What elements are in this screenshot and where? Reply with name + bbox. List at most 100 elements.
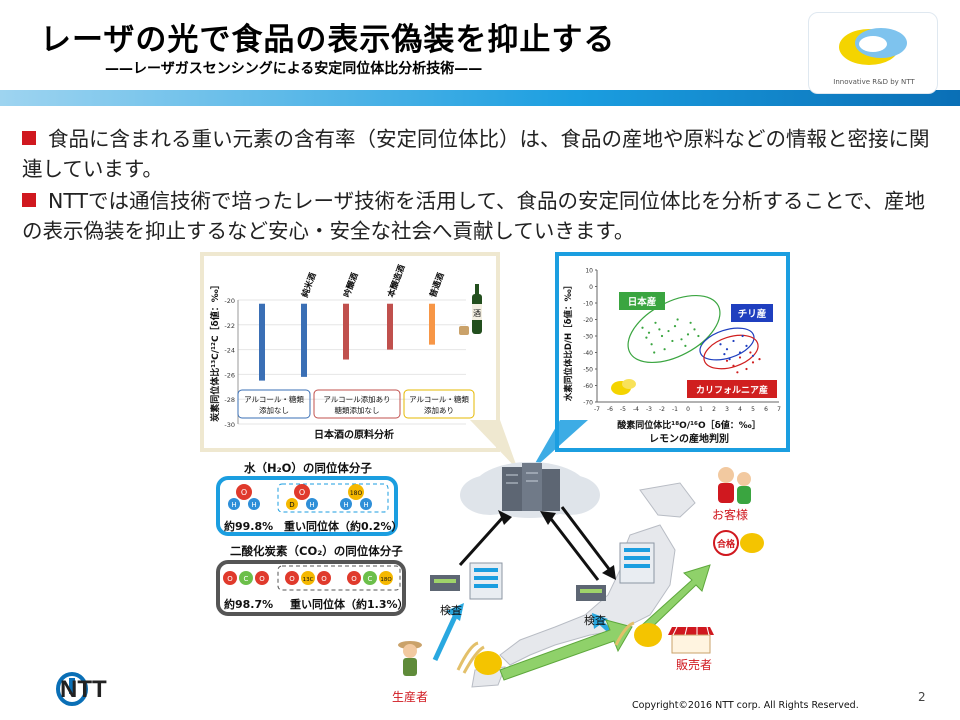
bullet-2: NTTでは通信技術で培ったレーザ技術を活用して、食品の安定同位体比を分析すること… bbox=[22, 186, 942, 246]
svg-text:H: H bbox=[343, 501, 348, 509]
sake-group-boxes bbox=[237, 389, 475, 419]
co2-panel bbox=[216, 560, 406, 616]
lemon-ytick-label: -30 bbox=[583, 334, 593, 341]
lemon-ylabel: 水素同位体比D/H［δ値：‰］ bbox=[563, 281, 574, 402]
lemon-xtick-label: 4 bbox=[738, 406, 742, 413]
japan-label-box bbox=[619, 292, 665, 310]
pass-stamp-text: 合格 bbox=[717, 538, 736, 550]
sake-chart: 炭素同位体比¹³C/¹²C［δ値：‰］ -20-22-24-26-28-30 純… bbox=[209, 263, 482, 441]
water-molecule-d: O D H bbox=[286, 484, 318, 510]
sake-bar bbox=[429, 303, 435, 345]
lemon-xtick-label: -4 bbox=[633, 406, 639, 413]
bullet-text: 食品に含まれる重い元素の含有率（安定同位体比）は、食品の産地や原料などの情報と密… bbox=[22, 127, 930, 181]
bottle-label: 酒 bbox=[473, 309, 481, 318]
lemon-ytick-label: -20 bbox=[583, 317, 593, 324]
svg-text:H: H bbox=[251, 501, 256, 509]
lemon-point bbox=[654, 321, 657, 324]
co2-molecule-main: O C O bbox=[223, 571, 269, 585]
lemon-point bbox=[671, 339, 674, 343]
chile-label: チリ産 bbox=[738, 308, 767, 320]
svg-text:18O: 18O bbox=[350, 490, 363, 497]
lemon-point bbox=[689, 321, 692, 324]
svg-text:O: O bbox=[299, 488, 305, 497]
chile-label-box bbox=[731, 304, 773, 322]
lemon-customer-icon bbox=[740, 533, 764, 553]
svg-text:H: H bbox=[231, 501, 236, 509]
server-icon bbox=[502, 463, 560, 511]
sake-bar bbox=[387, 303, 393, 350]
lemon-point bbox=[650, 343, 653, 346]
co2-title: 二酸化炭素（CO₂）の同位体分子 bbox=[230, 544, 403, 558]
water-heavy-box bbox=[277, 483, 389, 513]
lemon-point bbox=[645, 336, 648, 339]
sake-group-3-l1: アルコール・糖類 bbox=[409, 394, 469, 404]
svg-text:O: O bbox=[241, 488, 247, 497]
water-title: 水（H₂O）の同位体分子 bbox=[244, 461, 372, 475]
inspector-device-left-icon bbox=[430, 575, 460, 591]
lemon-point bbox=[660, 334, 664, 338]
customer-label: お客様 bbox=[712, 508, 749, 522]
lemon-point bbox=[723, 353, 726, 356]
lemon-ytick-label: -60 bbox=[583, 383, 593, 390]
producer-label: 生産者 bbox=[392, 690, 429, 704]
lemon-point bbox=[653, 351, 656, 354]
svg-text:C: C bbox=[244, 575, 249, 583]
svg-text:18O: 18O bbox=[380, 577, 392, 583]
sake-bottle-icon: 酒 bbox=[459, 284, 482, 335]
pass-stamp-icon bbox=[713, 530, 739, 556]
lemon-point bbox=[667, 329, 670, 333]
lemon-point bbox=[719, 343, 722, 346]
lemon-ytick-label: -50 bbox=[583, 367, 593, 374]
svg-text:H: H bbox=[309, 501, 314, 509]
sake-group-2-l2: 糖類添加なし bbox=[335, 405, 380, 415]
lemon-point bbox=[699, 343, 703, 346]
lemon-point bbox=[749, 351, 752, 354]
logo-caption: Innovative R&D by NTT bbox=[833, 78, 915, 86]
co2-molecule-c13: O 13C O bbox=[285, 571, 331, 585]
lemon-point bbox=[745, 367, 748, 371]
lemon-xtick-label: -3 bbox=[646, 406, 652, 413]
bullet-marker bbox=[22, 131, 36, 145]
sake-bar bbox=[301, 303, 307, 377]
california-cluster-ellipse bbox=[703, 334, 759, 370]
co2-molecule-o18: O C 18O bbox=[347, 571, 393, 585]
water-heavy-percent: 重い同位体（約0.2%） bbox=[284, 520, 403, 533]
lemon-point bbox=[725, 348, 729, 351]
supply-chain-illustration: 合格 bbox=[398, 462, 764, 688]
lemon-point bbox=[736, 371, 739, 374]
lemon-point bbox=[641, 326, 644, 329]
co2-heavy-box bbox=[277, 565, 401, 591]
svg-text:O: O bbox=[351, 575, 357, 583]
lemon-xtick-label: 3 bbox=[725, 406, 729, 413]
innovative-logo: Innovative R&D by NTT bbox=[808, 12, 938, 94]
lemon-xtick-label: -7 bbox=[594, 406, 600, 413]
ntt-wordmark: NTT bbox=[60, 676, 107, 703]
sake-bar bbox=[343, 303, 349, 360]
lemon-ytick-label: -40 bbox=[583, 350, 593, 357]
lemon-ytick-label: 10 bbox=[585, 268, 593, 275]
sake-group-1-l2: 添加なし bbox=[259, 405, 289, 415]
wheat-seller-icon bbox=[614, 621, 635, 646]
lemon-point bbox=[693, 328, 696, 331]
lemon-xtick-label: -1 bbox=[672, 406, 678, 413]
water-main-percent: 約99.8% bbox=[224, 520, 274, 533]
producer-icon bbox=[398, 641, 422, 676]
upload-arrow-2 bbox=[546, 514, 600, 581]
svg-text:H: H bbox=[363, 501, 368, 509]
sake-ytick-label: -26 bbox=[224, 371, 235, 379]
producer-to-inspection-arrow bbox=[432, 608, 461, 662]
svg-text:13C: 13C bbox=[303, 577, 314, 583]
lemon-xtick-label: 5 bbox=[751, 406, 755, 413]
lemon-point bbox=[732, 364, 735, 367]
page-title: レーザの光で食品の表示偽装を抑止する bbox=[40, 22, 616, 58]
lemon-point bbox=[686, 333, 690, 336]
lemon-point bbox=[647, 331, 651, 334]
lemon-xtick-label: -5 bbox=[620, 406, 626, 413]
bullet-text: NTTでは通信技術で培ったレーザ技術を活用して、食品の安定同位体比を分析すること… bbox=[22, 189, 926, 243]
sake-ytick-label: -30 bbox=[224, 421, 235, 429]
wheat-producer-icon bbox=[456, 641, 485, 674]
inspection-label-right: 検査 bbox=[584, 614, 606, 627]
bullet-marker bbox=[22, 193, 36, 207]
customer-icon bbox=[718, 467, 751, 504]
